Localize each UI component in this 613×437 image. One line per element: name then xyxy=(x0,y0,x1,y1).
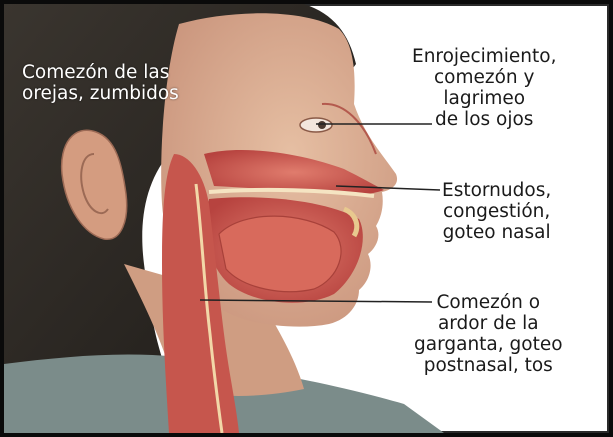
label-ears-line: Comezón de las xyxy=(22,62,170,83)
label-nose-line: Estornudos, xyxy=(442,180,552,201)
label-eyes-line: Enrojecimiento, xyxy=(412,46,557,67)
label-nose-line: goteo nasal xyxy=(442,222,551,243)
pointer-throat-line xyxy=(199,299,433,303)
eye-shape xyxy=(299,117,333,133)
label-throat-line: Comezón o xyxy=(436,292,541,313)
label-throat-line: ardor de la xyxy=(437,313,539,334)
nasal-cavity-shape xyxy=(204,149,384,195)
label-throat-line: garganta, goteo xyxy=(414,334,563,355)
hair-shape xyxy=(4,4,356,433)
label-eyes: Enrojecimiento, comezón y lagrimeo de lo… xyxy=(412,46,557,130)
label-ears: Comezón de las orejas, zumbidos xyxy=(22,62,179,104)
head-cross-section-illustration xyxy=(4,4,444,433)
palate-line xyxy=(208,187,375,198)
pointer-nose-line xyxy=(335,185,441,191)
label-eyes-line: comezón y xyxy=(434,67,535,88)
pharynx-line xyxy=(194,183,224,433)
label-ears-line: orejas, zumbidos xyxy=(22,83,179,104)
label-throat-line: postnasal, tos xyxy=(423,355,553,376)
tongue-shape xyxy=(218,215,342,293)
ear-shape xyxy=(60,129,128,240)
label-nose-line: congestión, xyxy=(442,201,551,222)
label-eyes-line: de los ojos xyxy=(435,109,534,130)
throat-shape xyxy=(162,154,239,433)
label-throat: Comezón o ardor de la garganta, goteo po… xyxy=(414,292,563,376)
label-eyes-line: lagrimeo xyxy=(443,88,526,109)
label-nose: Estornudos, congestión, goteo nasal xyxy=(442,180,551,243)
